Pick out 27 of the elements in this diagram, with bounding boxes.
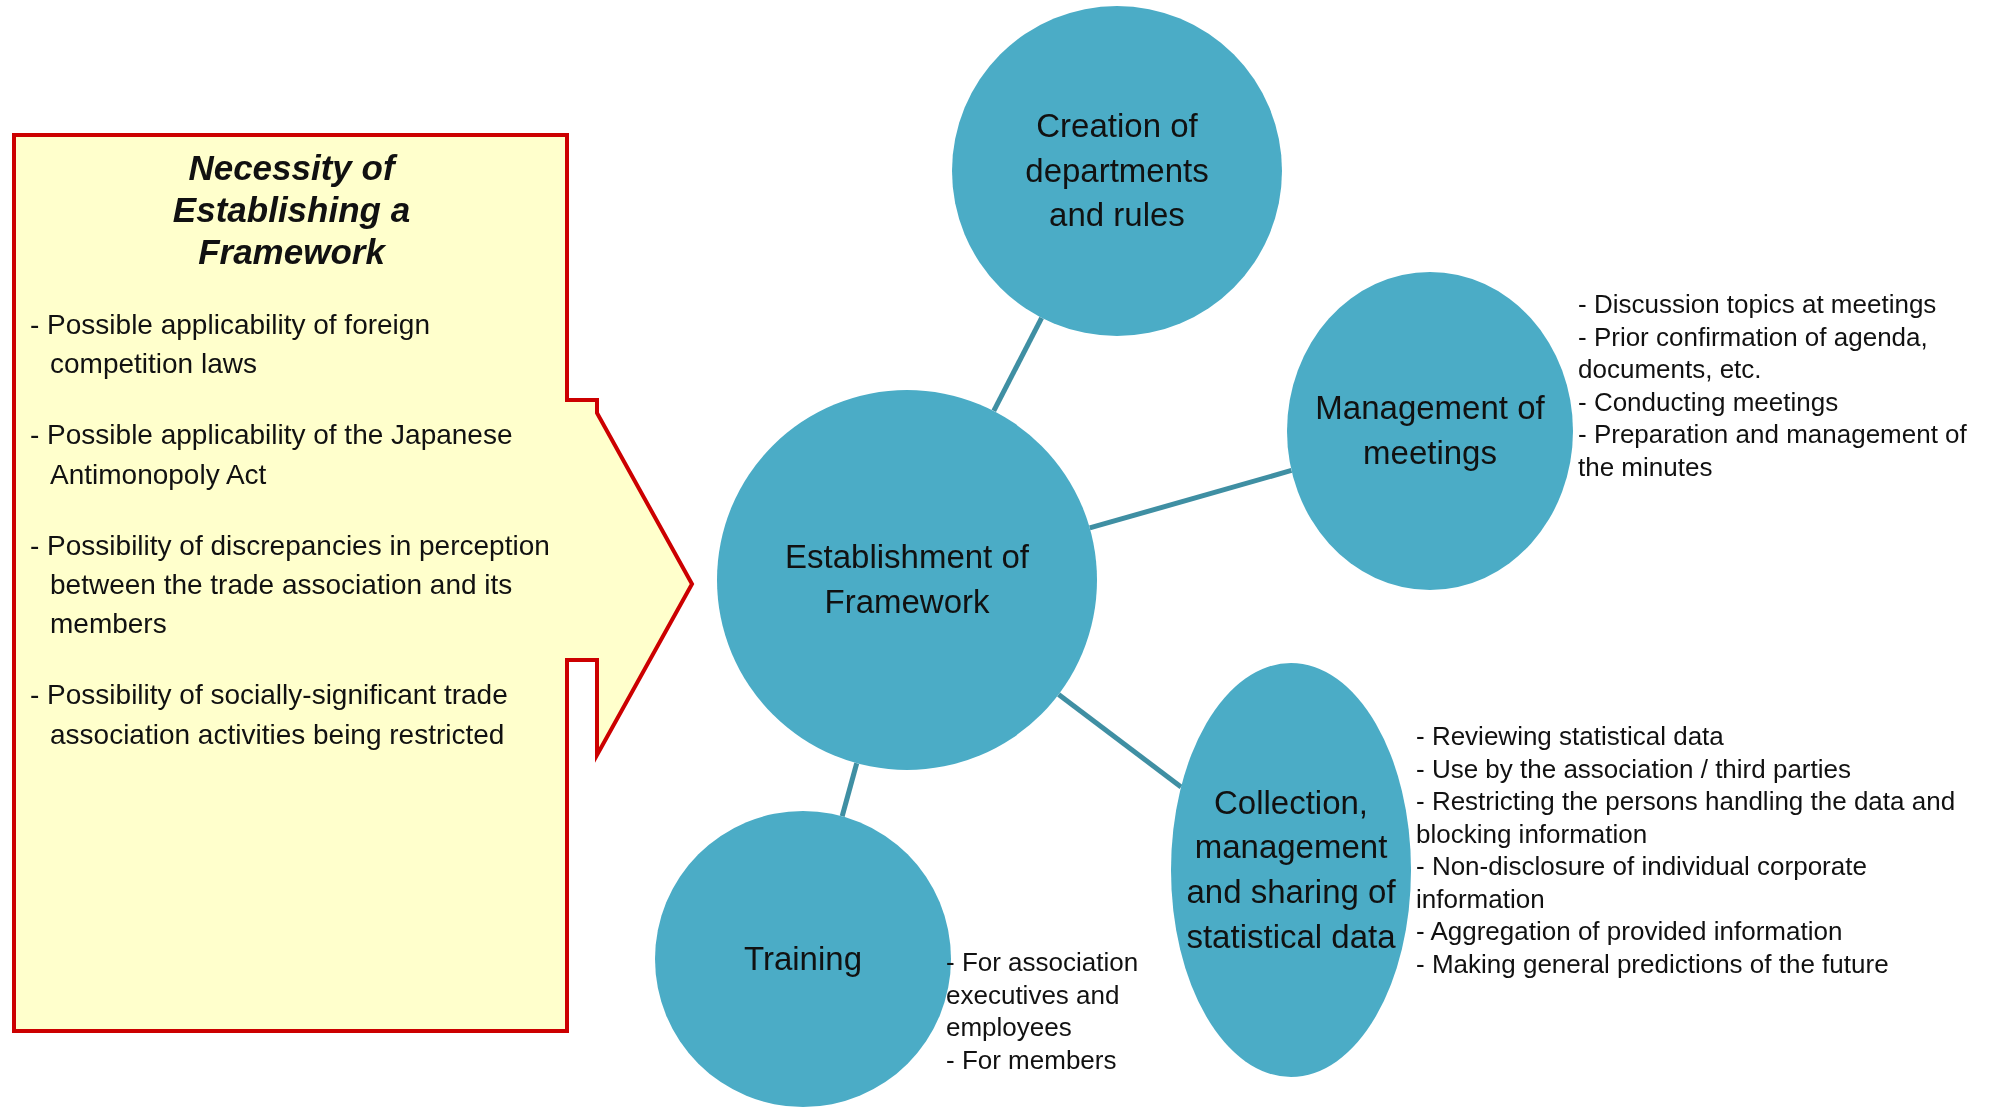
detail-text: - For association executives and employees (946, 946, 1140, 1044)
bullet-text: - Possible applicability of foreign competition laws (30, 308, 431, 382)
detail-text: - Discussion topics at meetings (1578, 288, 1938, 321)
circle-label: Establishment of Framework (784, 537, 1030, 622)
detail-text: - Aggregation of provided information (1416, 915, 1844, 948)
connector-line (1057, 692, 1183, 789)
connector-line (991, 316, 1044, 413)
detail-text: - Preparation and management of the minutes (1578, 418, 1968, 483)
detail-text: - Restricting the persons handling the data and blocking information (1416, 785, 1957, 850)
circle-label: Training (743, 938, 863, 979)
circle-label: Collection, management and sharing of statistical data (1185, 782, 1397, 957)
detail-text: - Use by the association / third parties (1416, 752, 1852, 785)
circle-label: Creation of departments and rules (1024, 106, 1210, 236)
bullet-text: - Possibility of socially-significant trade association activities being restricted (30, 678, 509, 752)
detail-text: - Reviewing statistical data (1416, 720, 1725, 753)
connector-line (839, 762, 860, 817)
connector-line (1089, 468, 1293, 531)
detail-text: - Making general predictions of the future (1416, 947, 1890, 980)
detail-text: - Conducting meetings (1578, 385, 1840, 418)
detail-text: - Non-disclosure of individual corporate information (1416, 850, 1868, 915)
arrow-callout (12, 133, 696, 1033)
detail-text: - For members (946, 1043, 1118, 1076)
circle-label: Management of meetings (1314, 388, 1546, 473)
callout-heading: Necessity of Establishing a Framework (171, 147, 412, 273)
bullet-text: - Possibility of discrepancies in perception between the trade association and its members (30, 528, 551, 642)
bullet-text: - Possible applicability of the Japanese Antimonopoly Act (30, 418, 514, 492)
detail-text: - Prior confirmation of agenda, documents, etc. (1578, 320, 1929, 386)
